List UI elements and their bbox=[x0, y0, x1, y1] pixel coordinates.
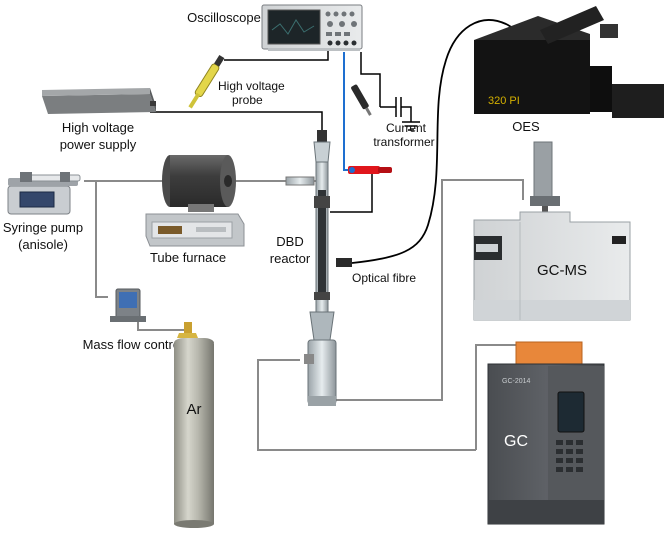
dbd-reactor-label-line2: reactor bbox=[270, 251, 311, 266]
ct-clamp-end bbox=[378, 167, 392, 173]
ct-label-line1: Current bbox=[386, 121, 427, 135]
probe-to-oscilloscope-wire bbox=[224, 50, 329, 61]
gas-lines bbox=[84, 179, 524, 451]
current-transformer bbox=[343, 52, 392, 174]
ct-label-line2: transformer bbox=[373, 135, 434, 149]
dbd-reactor-label-line1: DBD bbox=[276, 234, 303, 249]
oscilloscope-to-probe-wire bbox=[360, 52, 381, 107]
high-voltage-power-supply bbox=[42, 88, 156, 114]
optical-fibre-label: Optical fibre bbox=[352, 271, 416, 285]
gc bbox=[487, 341, 605, 525]
tube-furnace bbox=[145, 155, 245, 247]
hv-probe-label-line1: High voltage bbox=[218, 79, 285, 93]
oes-model-label: 320 PI bbox=[488, 95, 520, 107]
oscilloscope bbox=[261, 4, 363, 51]
syringe-pump-label-line1: Syringe pump bbox=[3, 220, 83, 235]
gc-label: GC bbox=[504, 433, 528, 450]
signal-wires bbox=[150, 19, 539, 264]
argon-cylinder bbox=[174, 322, 214, 528]
reactor-to-gcms-line bbox=[330, 179, 524, 401]
capacitor-lead-right bbox=[401, 106, 412, 122]
hv-supply-to-reactor-wire bbox=[150, 111, 323, 140]
capacitor-symbol bbox=[395, 97, 402, 117]
optical-fibre-cable bbox=[351, 19, 539, 264]
gc-model-label: GC-2014 bbox=[502, 378, 531, 385]
syringe-pump-label-line2: (anisole) bbox=[18, 237, 68, 252]
gc-ms bbox=[473, 141, 631, 321]
hv-supply-label-line2: power supply bbox=[60, 137, 137, 152]
hv-supply-label-line1: High voltage bbox=[62, 120, 134, 135]
ground-symbol bbox=[402, 121, 420, 131]
ct-connector bbox=[349, 167, 355, 173]
optical-fibre-probe bbox=[336, 258, 352, 267]
mfc-to-feed-line bbox=[95, 181, 108, 298]
channel-probe bbox=[351, 84, 372, 116]
syringe-pump bbox=[7, 172, 81, 215]
ct-clamp bbox=[348, 166, 380, 174]
furnace-outlet-connector bbox=[285, 176, 315, 186]
oes-label: OES bbox=[512, 119, 540, 134]
tube-furnace-label: Tube furnace bbox=[150, 250, 226, 265]
ar-label: Ar bbox=[187, 401, 202, 418]
hv-probe-label-line2: probe bbox=[232, 93, 263, 107]
reactor-to-gc-line bbox=[257, 359, 476, 451]
high-voltage-probe bbox=[188, 54, 225, 109]
oscilloscope-label: Oscilloscope bbox=[187, 10, 261, 25]
gc-ms-label: GC-MS bbox=[537, 262, 587, 279]
ct-to-reactor-wire bbox=[330, 170, 373, 213]
oes-spectrometer bbox=[474, 6, 664, 118]
ct-signal-wire bbox=[343, 52, 348, 171]
mass-flow-controller bbox=[110, 288, 146, 322]
mfc-label: Mass flow controller bbox=[83, 337, 199, 352]
dbd-reactor bbox=[304, 130, 337, 406]
